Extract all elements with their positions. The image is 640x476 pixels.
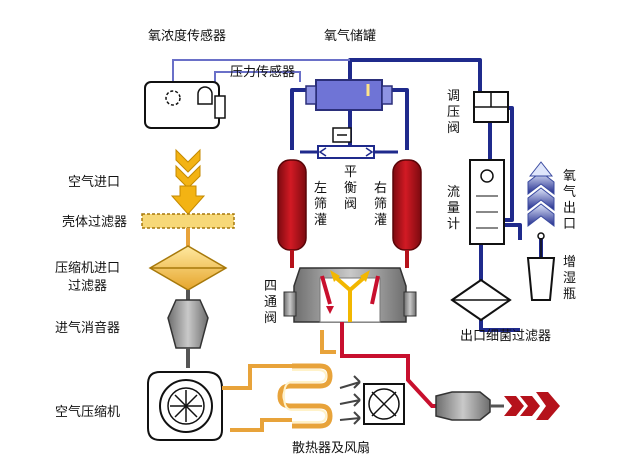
label-balance-valve: 平衡阀 (344, 165, 357, 212)
oxygen-sensor-box (144, 81, 226, 129)
label-air-inlet: 空气进口 (68, 174, 120, 190)
air-intake-chain (141, 148, 235, 368)
regulator-valve (473, 91, 509, 123)
label-oxygen-outlet: 氧气出口 (563, 169, 576, 232)
label-four-way-valve: 四通阀 (264, 279, 277, 326)
outlet-filter (450, 278, 512, 322)
exhaust-line (340, 322, 560, 421)
label-oxygen-tank: 氧气储罐 (324, 28, 376, 44)
balance-valve (300, 127, 398, 159)
right-sieve-tank (392, 159, 422, 251)
label-radiator-fan: 散热器及风扇 (292, 440, 370, 456)
label-left-sieve: 左筛灌 (314, 181, 327, 228)
label-outlet-filter: 出口细菌过滤器 (460, 329, 551, 344)
radiator-coil (277, 363, 361, 429)
oxygen-outlet-arrow (527, 161, 555, 228)
four-way-valve (283, 267, 417, 323)
label-shell-filter: 壳体过滤器 (62, 215, 127, 230)
label-oxygen-sensor: 氧浓度传感器 (148, 28, 226, 44)
label-pressure-sensor: 压力传感器 (230, 64, 295, 80)
flow-meter (469, 159, 505, 245)
air-compressor (147, 371, 223, 441)
fan (363, 383, 405, 425)
label-air-compressor: 空气压缩机 (55, 404, 120, 420)
label-humidifier: 增湿瓶 (563, 255, 576, 302)
compressed-air-piping (222, 330, 336, 432)
humidifier (526, 232, 556, 301)
label-compressor-inlet-filter-1: 压缩机进口 (55, 260, 120, 276)
label-compressor-inlet-filter-2: 过滤器 (68, 279, 107, 294)
label-flow-meter: 流量计 (447, 185, 460, 232)
left-sieve-tank (277, 159, 307, 251)
label-regulator: 调压阀 (447, 89, 460, 136)
label-intake-muffler: 进气消音器 (55, 320, 120, 336)
label-right-sieve: 右筛灌 (374, 181, 387, 228)
